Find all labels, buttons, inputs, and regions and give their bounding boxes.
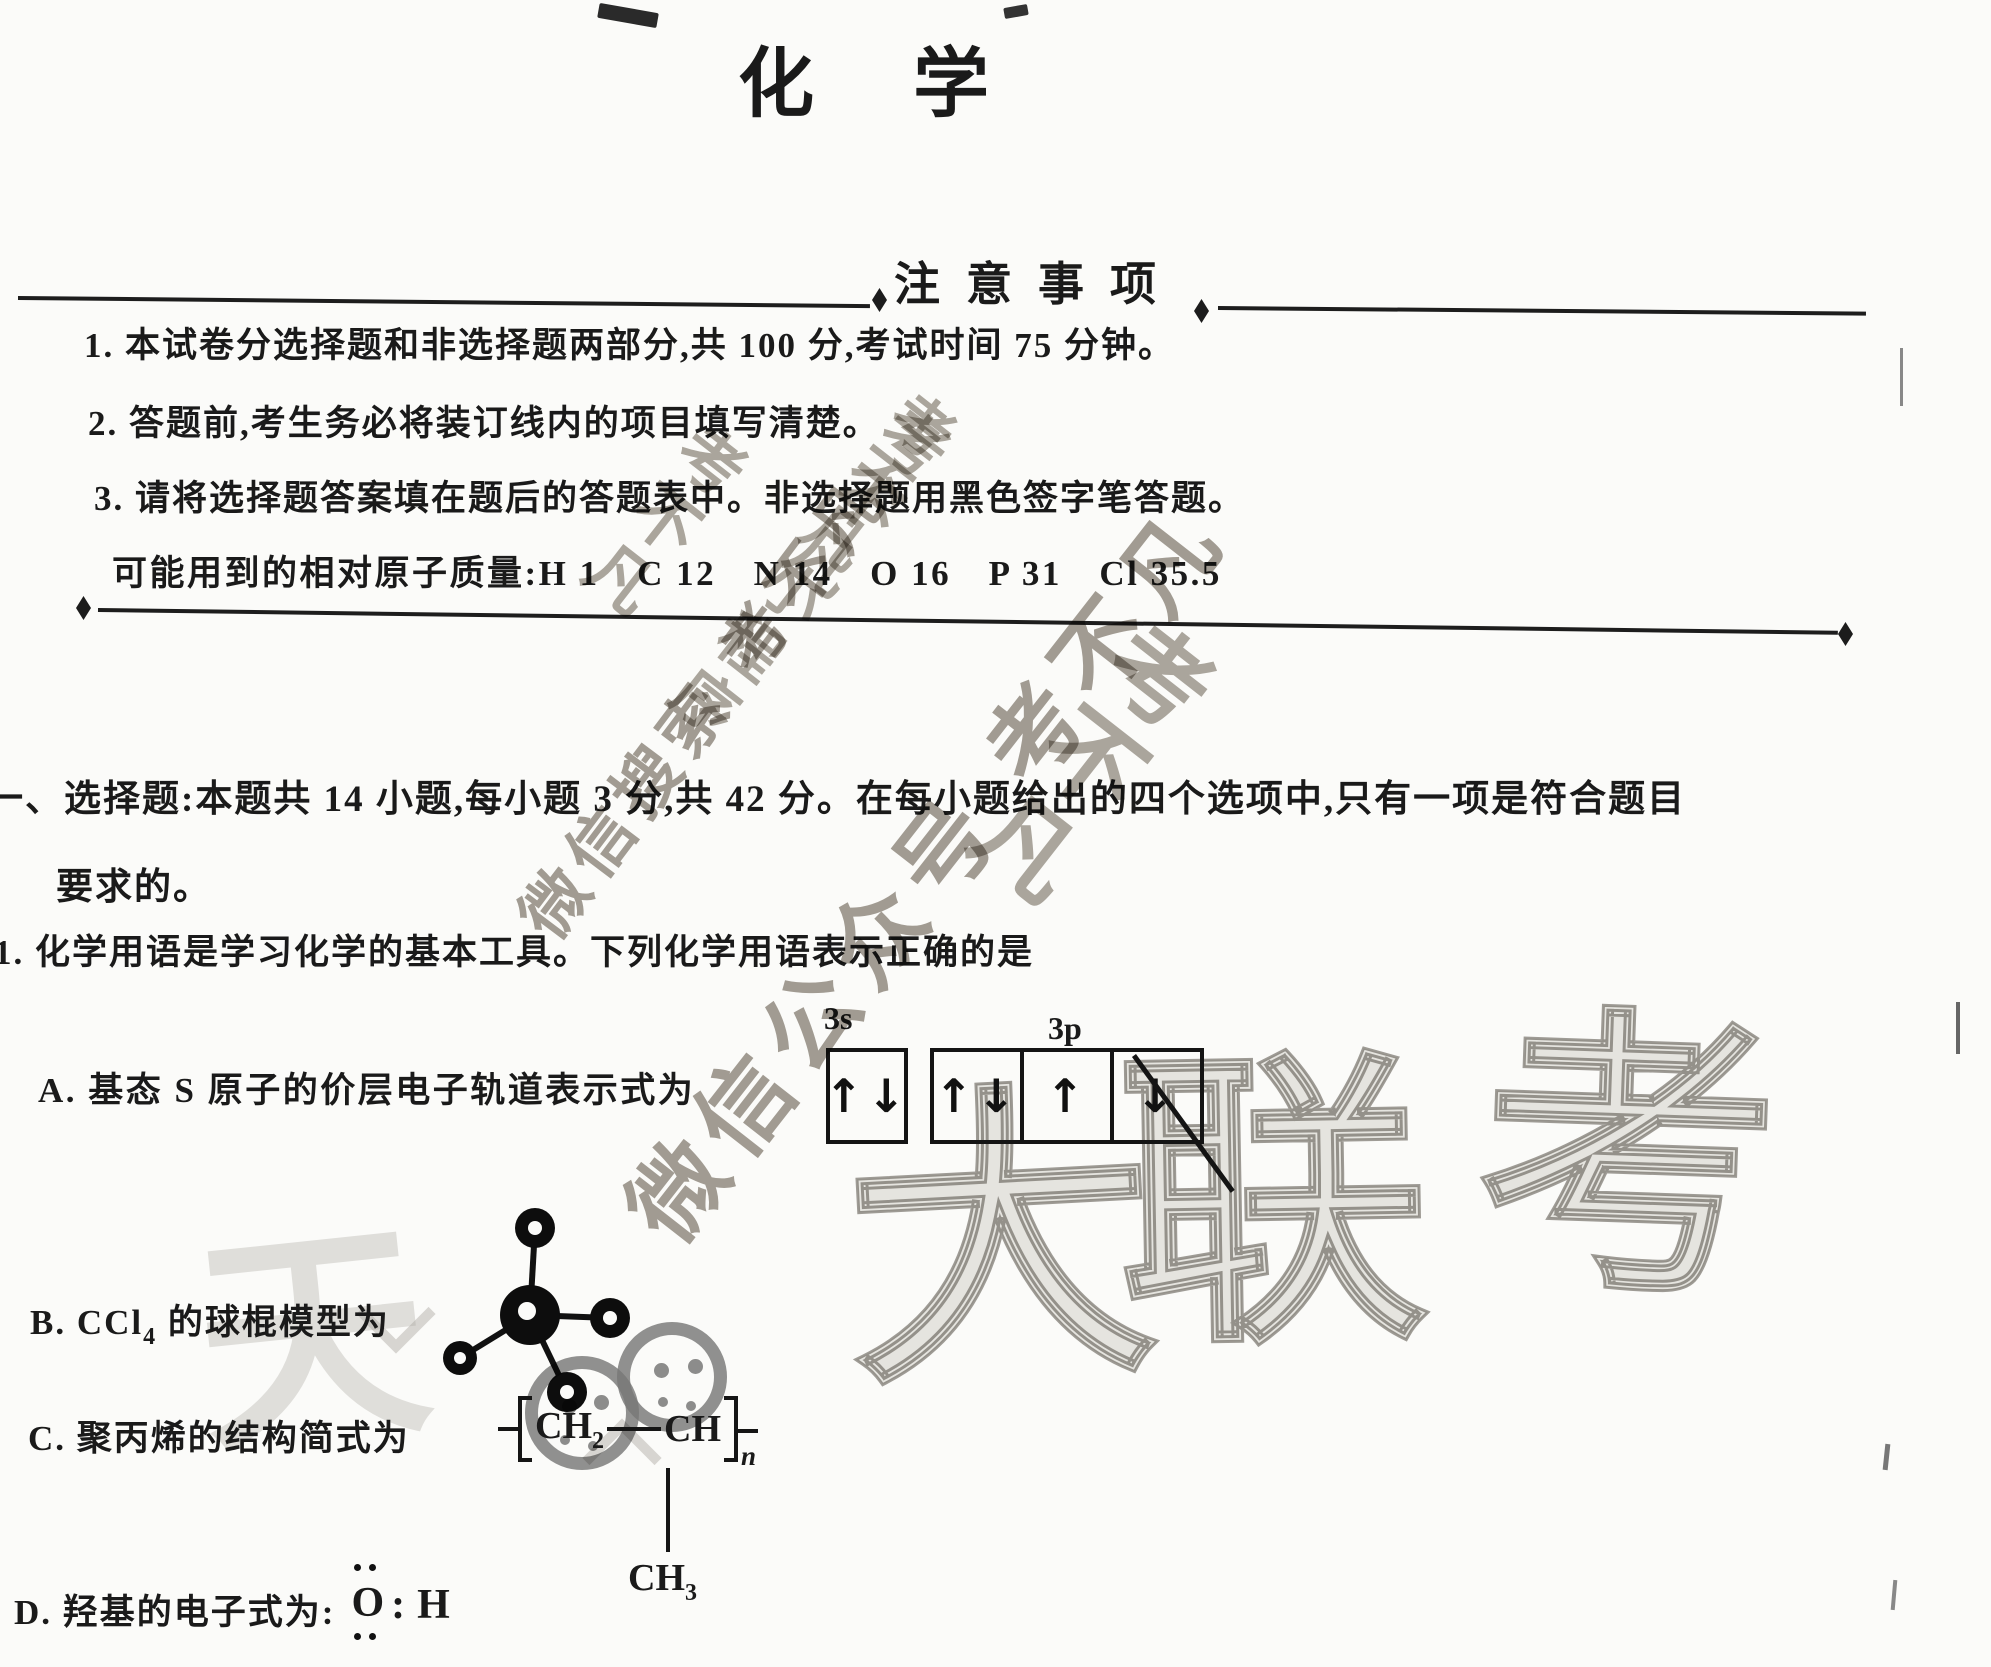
divider-line-left — [17, 296, 870, 308]
bond-line — [734, 1429, 758, 1433]
formula-unit-ch: CH — [664, 1408, 721, 1450]
freckle-dot — [588, 1441, 598, 1451]
divider-line-right — [1217, 306, 1866, 316]
electron-dots-bottom — [354, 1633, 377, 1640]
eye-dot — [562, 1399, 577, 1414]
option-b-text: B. CCl4 的球棍模型为 — [30, 1294, 390, 1351]
atomic-masses-line: 可能用到的相对原子质量:H 1 C 12 N 14 O 16 P 31 Cl 3… — [112, 554, 1222, 593]
divider-line-bottom — [97, 608, 1838, 635]
bond-line — [498, 1427, 520, 1431]
orbital-label-3p: 3p — [1048, 1010, 1082, 1046]
option-c-text: C. 聚丙烯的结构简式为 — [28, 1419, 410, 1458]
eye-dot — [654, 1363, 669, 1378]
calligraphy-watermark-kao: 考 — [1470, 974, 1785, 1340]
bond-line — [607, 1427, 661, 1431]
formula-unit-ch2: CH2 — [532, 1404, 607, 1455]
scan-smudge — [597, 2, 659, 29]
question-1-stem: 1. 化学用语是学习化学的基本工具。下列化学用语表示正确的是 — [0, 933, 1035, 972]
oxygen-with-lone-pairs: O — [351, 1564, 385, 1640]
diamond-ornament — [872, 288, 887, 312]
notice-item-1: 1. 本试卷分选择题和非选择题两部分,共 100 分,考试时间 75 分钟。 — [84, 326, 1176, 365]
orbital-box-3p-1: ↑↓ — [930, 1048, 1024, 1144]
option-b-prefix: B. CCl — [30, 1303, 144, 1342]
hydrogen-symbol: H — [417, 1582, 450, 1628]
option-b-subscript: 4 — [143, 1324, 158, 1350]
mascot-logo — [525, 1322, 735, 1472]
polymer-n-subscript: n — [740, 1441, 756, 1471]
orbital-box-3p-2: ↑ — [1020, 1048, 1114, 1144]
edge-mark — [1882, 1443, 1891, 1471]
electron-dots-top — [354, 1564, 377, 1571]
notice-header: 注意事项 — [894, 259, 1182, 310]
oxygen-symbol: O — [351, 1580, 385, 1626]
formula-subscript: 2 — [592, 1427, 604, 1454]
freckle-dot — [560, 1435, 570, 1445]
diamond-ornament — [1194, 299, 1209, 323]
formula-text: CH — [535, 1404, 592, 1447]
formula-text: CH — [628, 1557, 685, 1599]
branch-ch3: CH3 — [628, 1556, 697, 1607]
notice-item-3: 3. 请将选择题答案填在题后的答题表中。非选择题用黑色签字笔答题。 — [94, 479, 1246, 518]
polypropylene-formula: CH2 CH n — [498, 1396, 762, 1471]
formula-subscript: 3 — [685, 1580, 697, 1606]
option-b-suffix: 的球棍模型为 — [157, 1303, 390, 1342]
freckle-dot — [658, 1397, 668, 1407]
electron-arrows: ↑ — [1045, 1069, 1089, 1123]
scan-smudge — [1003, 3, 1029, 20]
option-d-row: D. 羟基的电子式为: O : H — [14, 1564, 450, 1640]
polymer-bracket-right: n — [724, 1396, 758, 1471]
page-title: 化 学 — [738, 43, 1029, 127]
bonding-electron-pair: : — [391, 1582, 406, 1628]
orbital-box-3s: ↑↓ — [824, 1048, 910, 1144]
eye-dot — [688, 1359, 703, 1374]
section-heading-line2: 要求的。 — [56, 867, 212, 908]
edge-mark — [1900, 348, 1903, 406]
diamond-ornament — [1838, 622, 1853, 646]
edge-mark — [1956, 1002, 1960, 1054]
electron-arrows: ↑↓ — [824, 1069, 910, 1123]
branch-bond-line — [666, 1468, 670, 1552]
edge-mark — [1890, 1579, 1898, 1611]
orbital-label-3s: 3s — [824, 1000, 853, 1036]
polymer-bracket-left — [518, 1396, 532, 1462]
eye-dot — [594, 1395, 609, 1410]
section-heading-line1: 一、选择题:本题共 14 小题,每小题 3 分,共 42 分。在每小题给出的四个… — [0, 779, 1687, 820]
electron-arrows: ↑↓ — [934, 1069, 1020, 1123]
notice-item-2: 2. 答题前,考生务必将装订线内的项目填写清楚。 — [88, 404, 880, 443]
freckle-dot — [686, 1401, 696, 1411]
orbital-boxes-3p: ↑↓ ↑ ↓ — [930, 1048, 1204, 1144]
option-a-text: A. 基态 S 原子的价层电子轨道表示式为 — [38, 1071, 696, 1110]
diamond-ornament — [76, 596, 91, 620]
option-d-text: D. 羟基的电子式为: — [14, 1593, 336, 1632]
